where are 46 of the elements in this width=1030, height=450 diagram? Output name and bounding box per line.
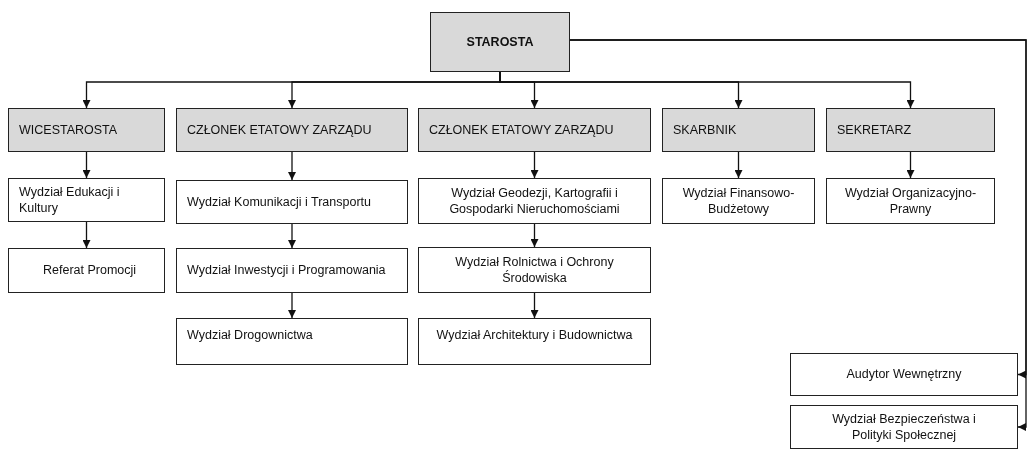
connector-arrow xyxy=(288,151,296,181)
department-box xyxy=(418,318,651,365)
position-box xyxy=(662,108,815,152)
position-box xyxy=(418,108,651,152)
department-box xyxy=(8,178,165,222)
position-title: CZŁONEK ETATOWY ZARZĄDU xyxy=(429,121,614,139)
department-name: Wydział Inwestycji i Programowania xyxy=(187,262,386,279)
department-box xyxy=(418,247,651,293)
connector-arrow xyxy=(906,151,915,179)
position-title: WICESTAROSTA xyxy=(19,121,118,139)
position-title: SKARBNIK xyxy=(673,121,737,139)
department-name: Wydział Drogownictwa xyxy=(187,327,313,344)
department-box xyxy=(8,248,165,293)
position-title: CZŁONEK ETATOWY ZARZĄDU xyxy=(187,121,372,139)
connector-arrow xyxy=(288,223,296,249)
connector-arrow xyxy=(734,151,743,179)
department-box xyxy=(176,180,408,224)
connector-arrow xyxy=(530,223,539,248)
department-name: Wydział Finansowo-Budżetowy xyxy=(681,184,796,218)
position-box xyxy=(826,108,995,152)
department-name: Audytor Wewnętrzny xyxy=(846,366,962,383)
department-name: Wydział Rolnictwa i Ochrony Środowiska xyxy=(454,253,615,287)
department-name: Wydział Edukacji i Kultury xyxy=(19,183,121,217)
connector-arrow xyxy=(82,221,91,249)
connector-arrow xyxy=(530,151,539,179)
position-box xyxy=(430,12,570,72)
department-box xyxy=(826,178,995,224)
position-box xyxy=(176,108,408,152)
department-name: Wydział Architektury i Budownictwa xyxy=(436,327,633,344)
department-box xyxy=(418,178,651,224)
position-title: STAROSTA xyxy=(466,33,534,51)
position-title: SEKRETARZ xyxy=(837,121,912,139)
department-box xyxy=(176,248,408,293)
position-box xyxy=(8,108,165,152)
department-box xyxy=(176,318,408,365)
department-name: Wydział Organizacyjno-Prawny xyxy=(843,184,978,218)
department-name: Referat Promocji xyxy=(43,262,137,279)
department-box xyxy=(790,405,1018,449)
connector-arrow xyxy=(82,151,91,179)
department-box xyxy=(790,353,1018,396)
department-name: Wydział Geodezji, Kartografii i Gospodarki Nieruchomościami xyxy=(448,184,621,218)
department-name: Wydział Komunikacji i Transportu xyxy=(187,193,371,211)
department-name: Wydział Bezpieczeństwa i Polityki Społecznej xyxy=(831,410,977,444)
department-box xyxy=(662,178,815,224)
connector-arrow xyxy=(288,292,296,319)
connector-arrow xyxy=(530,292,539,319)
